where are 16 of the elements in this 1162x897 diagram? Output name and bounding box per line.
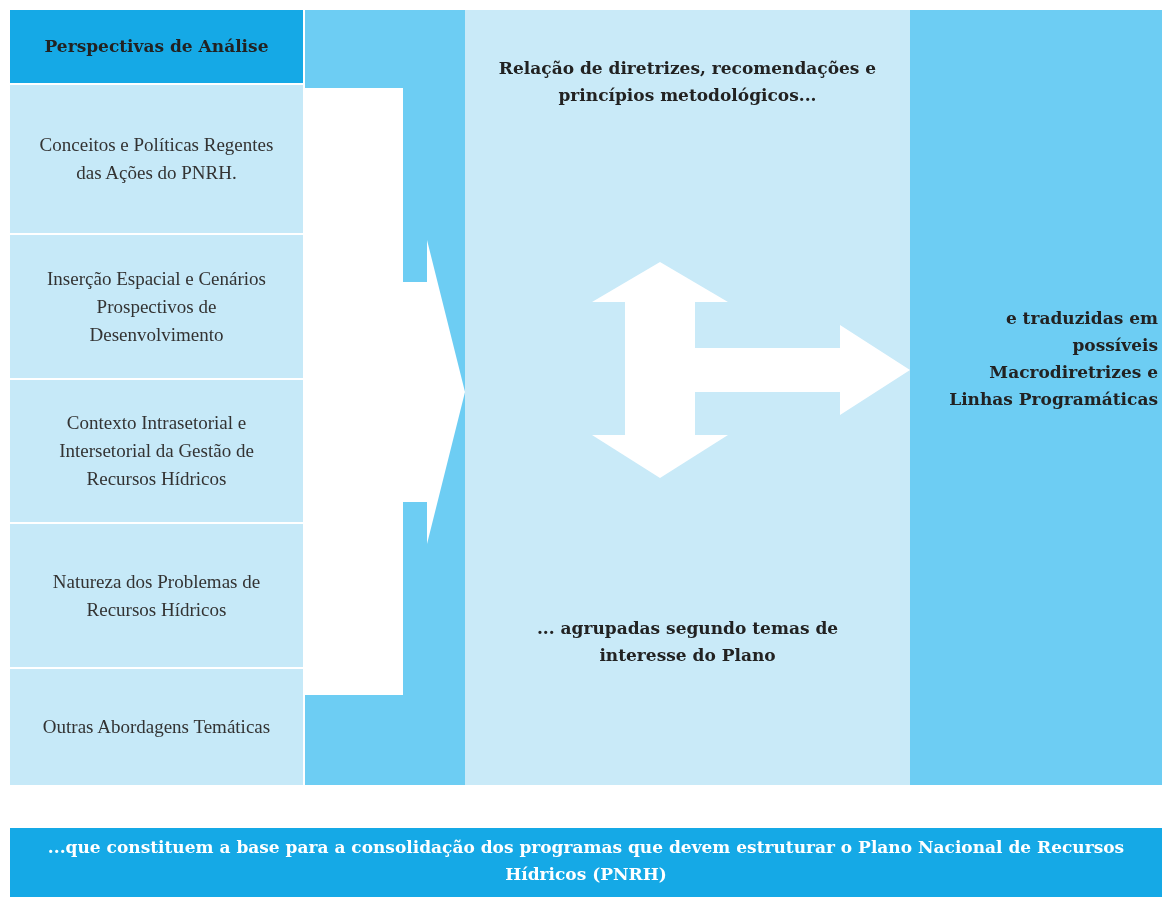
category-column [10,10,303,785]
category-box: Natureza dos Problemas de Recursos Hídricos [10,524,303,667]
column-header: Perspectivas de Análise [10,10,303,83]
category-box: Inserção Espacial e Cenários Prospectivos de Desenvolvimento [10,235,303,378]
category-box: Conceitos e Políticas Regentes das Ações do PNRH. [10,85,303,233]
category-box: Contexto Intrasetorial e Intersetorial da Gestão de Recursos Hídricos [10,380,303,522]
panel-heading: Relação de diretrizes, recomendações e princípios metodológicos... [497,57,878,107]
category-box: Outras Abordagens Temáticas [10,669,303,785]
panel [465,10,910,785]
arrow [303,88,465,695]
panel-text: e traduzidas em possíveis Macrodiretrizes e Linhas Programáticas [948,307,1158,411]
banner [10,828,1162,897]
arrow [695,325,910,415]
panel-text: ... agrupadas segundo temas de interesse do Plano [535,617,840,667]
panel [910,10,1162,785]
banner-text: ...que constituem a base para a consolidação dos programas que devem estruturar o Plano Nacional de Recursos Hídricos (PNRH) [46,836,1126,886]
